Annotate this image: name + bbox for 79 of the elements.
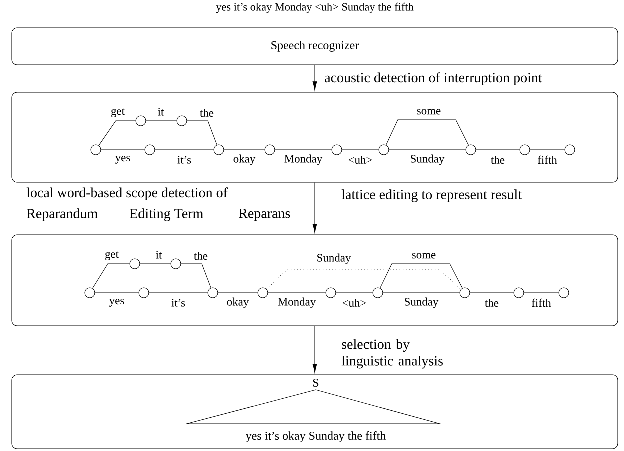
- term-label: Reparans: [239, 208, 290, 222]
- word-label: the: [194, 252, 208, 260]
- lattice-arc: [524, 292, 559, 294]
- lattice-node: [564, 144, 576, 156]
- lattice-arc: [218, 292, 258, 294]
- lattice-node: [332, 144, 342, 156]
- step-label: local word-based scope detection of: [26, 188, 228, 200]
- term-label: Editing Term: [130, 208, 204, 222]
- lattice-node: [90, 144, 102, 156]
- lattice-node: [372, 288, 384, 298]
- lattice-arc: [470, 292, 514, 294]
- word-label: fifth: [538, 156, 558, 164]
- term-label: Reparandum: [27, 208, 98, 222]
- lattice-arc: [268, 292, 326, 294]
- input-sentence: yes it’s okay Monday <uh> Sunday the fifth: [216, 2, 414, 14]
- word-label: fifth: [532, 298, 552, 308]
- lattice-arc: [92, 264, 130, 289]
- lattice-arc: [98, 120, 136, 146]
- dotted-line: [266, 270, 462, 290]
- lattice-node: [176, 116, 188, 126]
- lattice-node: [144, 144, 156, 156]
- word-label: it’s: [172, 299, 186, 307]
- lattice-arc: [380, 264, 463, 289]
- arrow: [312, 182, 318, 234]
- arrow: [312, 65, 318, 91]
- word-label: Sunday: [405, 298, 439, 308]
- step-label: lattice editing to represent result: [342, 190, 522, 202]
- lattice-node: [460, 288, 470, 298]
- lattice-node: [514, 288, 524, 298]
- word-label: <uh>: [342, 298, 366, 308]
- lattice-arc: [181, 264, 212, 288]
- lattice-arc: [386, 120, 469, 146]
- step-label: acoustic detection of interruption point: [325, 72, 542, 86]
- word-label: okay: [234, 154, 256, 166]
- word-label: the: [485, 298, 499, 308]
- lattice-node: [138, 288, 150, 298]
- lattice-arc: [187, 120, 218, 146]
- lattice-arc: [336, 292, 373, 294]
- word-label: it: [158, 108, 164, 116]
- lattice-node: [326, 288, 336, 298]
- lattice-node: [214, 144, 224, 156]
- lattice-node: [520, 144, 530, 156]
- word-label: get: [112, 108, 125, 118]
- lattice-node: [84, 288, 96, 298]
- word-label: get: [106, 252, 119, 260]
- word-label: Monday: [284, 154, 323, 166]
- process-box: Speech recognizer: [12, 28, 618, 66]
- node-label: S: [313, 378, 319, 388]
- lattice-node: [136, 116, 146, 126]
- word-label: yes: [110, 299, 124, 307]
- lattice-node: [466, 144, 476, 156]
- word-label: okay: [227, 298, 250, 308]
- lattice-node: [258, 288, 268, 298]
- word-label: the: [200, 108, 214, 118]
- step-label: selection by linguistic analysis: [342, 339, 443, 369]
- lattice-box: [12, 234, 618, 326]
- lattice-node: [170, 258, 182, 270]
- lattice-arc: [146, 120, 177, 122]
- node-label: yes it’s okay Sunday the fifth: [246, 431, 386, 443]
- lattice-node: [558, 288, 570, 298]
- word-label: some: [417, 109, 441, 115]
- arrow: [312, 326, 318, 374]
- lattice-node: [208, 288, 218, 298]
- word-label: it’s: [178, 156, 192, 164]
- lattice-node: [130, 258, 140, 270]
- word-label: <uh>: [348, 156, 372, 164]
- word-label: some: [412, 253, 436, 259]
- word-label: Sunday: [411, 154, 445, 166]
- word-label: Sunday: [318, 254, 352, 264]
- word-label: it: [156, 251, 162, 259]
- lattice-arc: [383, 292, 460, 294]
- word-label: the: [491, 156, 505, 164]
- word-label: yes: [116, 156, 130, 164]
- lattice-node: [378, 144, 390, 156]
- lattice-arc: [95, 292, 139, 294]
- lattice-box: [12, 92, 618, 183]
- lattice-arc: [149, 292, 208, 294]
- word-label: Monday: [278, 298, 316, 308]
- lattice-node: [264, 144, 276, 156]
